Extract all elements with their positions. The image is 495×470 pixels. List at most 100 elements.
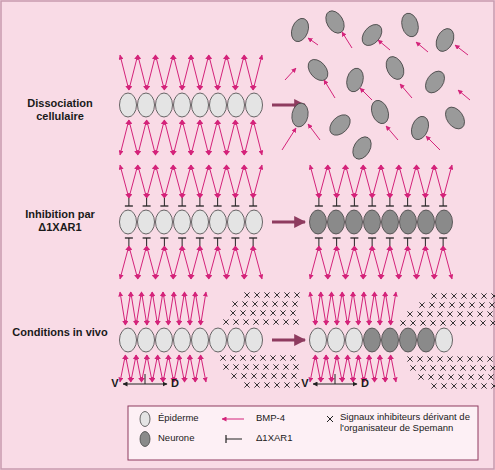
bmp4-arrow <box>425 246 434 279</box>
inhibitor-symbol <box>350 237 358 238</box>
bmp4-arrow <box>129 120 138 155</box>
inhibitor-symbol <box>196 205 204 206</box>
bmp4-arrow <box>120 165 129 198</box>
bmp4-arrow <box>372 165 381 198</box>
inhibitor-cross <box>480 365 485 370</box>
bmp4-arrow <box>253 55 262 90</box>
inhibitor-cross <box>487 356 492 361</box>
inhibitor-cross <box>460 320 465 325</box>
bmp4-arrow <box>310 165 319 198</box>
inhibitor-cross <box>283 364 288 369</box>
cell <box>246 93 263 117</box>
bmp4-arrow <box>136 355 141 382</box>
bmp4-arrow <box>131 355 136 382</box>
bmp4-arrow <box>375 355 380 382</box>
bmp4-arrow <box>434 165 443 198</box>
axis-label: V <box>108 377 122 390</box>
bmp4-arrow <box>190 355 195 382</box>
inhibitor-cross <box>244 382 249 387</box>
inhibitor-symbol <box>128 198 129 206</box>
bmp4-arrow <box>408 246 417 279</box>
bmp4-arrow <box>244 246 253 279</box>
inhibitor-symbol <box>368 237 376 238</box>
bmp4-arrow <box>342 355 347 382</box>
bmp4-arrow <box>235 246 244 279</box>
legend-sample <box>226 435 242 443</box>
bmp4-arrow <box>138 165 147 198</box>
cell <box>156 328 173 352</box>
bmp4-arrow <box>363 165 372 198</box>
inhibitor-symbol <box>315 205 323 206</box>
cell <box>400 328 417 352</box>
cell <box>346 210 363 234</box>
cell <box>246 210 263 234</box>
dissociated-cell <box>290 102 310 128</box>
inhibitor-cross <box>400 320 405 325</box>
bmp4-arrow <box>120 292 125 325</box>
inhibitor-cross <box>427 356 432 361</box>
bmp4-arrow <box>138 246 147 279</box>
inhibitor-symbol <box>350 205 358 206</box>
inhibitor-symbol <box>146 198 147 206</box>
bmp4-arrow <box>138 120 147 155</box>
bmp4-arrow <box>209 246 218 279</box>
inhibitor-symbol <box>336 198 337 206</box>
inhibitor-cross <box>230 310 235 315</box>
inhibitor-symbol <box>178 205 186 206</box>
bmp4-arrow <box>390 165 399 198</box>
inhibitor-symbol <box>182 238 183 246</box>
inhibitor-symbol <box>439 205 447 206</box>
inhibitor-cross <box>419 302 424 307</box>
inhibitor-cross <box>491 383 495 388</box>
bmp4-arrow <box>391 292 396 325</box>
inhibitor-symbol <box>315 237 323 238</box>
inhibitor-cross <box>294 292 299 297</box>
bmp4-arrow <box>152 292 157 325</box>
inhibitor-cross <box>437 356 442 361</box>
bmp4-arrow <box>173 55 182 90</box>
cell <box>192 210 209 234</box>
axis-arrow <box>145 374 146 384</box>
inhibitor-symbol <box>235 238 236 246</box>
bmp4-arrow <box>163 355 168 382</box>
bmp4-arrow <box>173 120 182 155</box>
bmp4-arrow <box>385 292 390 325</box>
bmp4-arrow <box>310 355 315 382</box>
inhibitor-cross <box>471 383 476 388</box>
bmp4-arrow <box>337 292 342 325</box>
inhibitor-cross <box>487 311 492 316</box>
inhibitor-cross <box>460 365 465 370</box>
bmp4-arrow <box>142 355 147 382</box>
bmp4-arrow <box>399 165 408 198</box>
bmp4-arrow <box>195 292 200 325</box>
bmp4-arrow <box>426 136 440 150</box>
inhibitor-cross <box>260 310 265 315</box>
inhibitor-symbol <box>217 198 218 206</box>
dissociated-cell <box>344 66 366 93</box>
bmp4-arrow <box>346 165 355 198</box>
cell <box>192 328 209 352</box>
cell <box>210 210 227 234</box>
inhibitor-cross <box>478 374 483 379</box>
bmp4-arrow <box>332 292 337 325</box>
inhibitor-cross <box>280 355 285 360</box>
legend-box <box>128 406 478 460</box>
inhibitor-cross <box>430 320 435 325</box>
bmp4-arrow <box>120 55 129 90</box>
bmp4-arrow <box>200 165 209 198</box>
bmp4-arrow <box>200 246 209 279</box>
inhibitor-symbol <box>425 198 426 206</box>
bmp4-arrow <box>328 246 337 279</box>
bmp4-arrow <box>136 292 141 325</box>
bmp4-arrow <box>156 246 165 279</box>
inhibitor-cross <box>430 365 435 370</box>
inhibitor-cross <box>250 355 255 360</box>
bmp4-arrow <box>147 355 152 382</box>
inhibitor-symbol <box>196 237 204 238</box>
inhibitor-symbol <box>372 198 373 206</box>
inhibitor-cross <box>448 374 453 379</box>
inhibitor-cross <box>264 292 269 297</box>
bmp4-arrow <box>173 165 182 198</box>
bmp4-arrow <box>227 55 236 90</box>
bmp4-arrow <box>378 40 390 50</box>
